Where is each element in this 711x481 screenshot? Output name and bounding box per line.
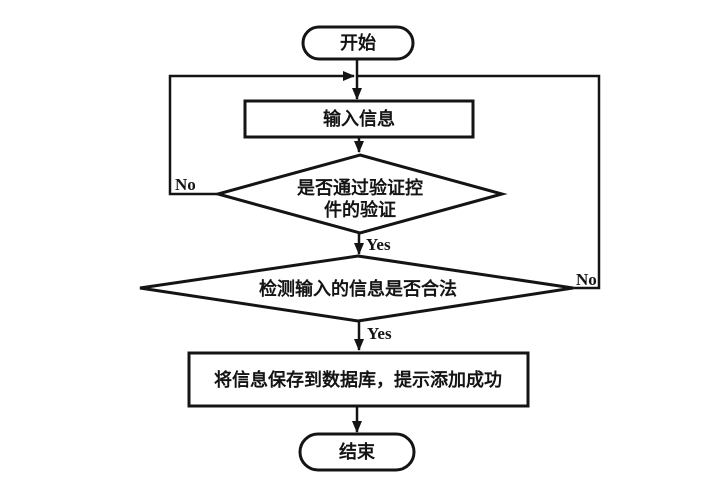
input-info-node [243,99,475,139]
edge-legality-no-loop [358,74,601,290]
input-info-label: 输入信息 [323,108,395,129]
save-to-db-label: 将信息保存到数据库，提示添加成功 [214,369,502,390]
validation-check-label-line2: 件的验证 [324,199,396,220]
end-node-label: 结束 [339,441,376,462]
legality-check-label: 检测输入的信息是否合法 [259,278,457,299]
start-node [301,25,415,61]
validation-check-label-line1: 是否通过验证控 [296,177,423,198]
start-node-label: 开始 [340,32,376,53]
validation-no-label: No [175,175,196,194]
validation-check-node [212,153,508,235]
legality-no-label: No [576,270,597,289]
legality-check-node [139,254,574,323]
end-node [298,432,416,472]
legality-yes-label: Yes [367,324,392,343]
edge-validation-no-loop [168,71,355,196]
save-to-db-node [187,351,530,408]
validation-yes-label: Yes [366,235,391,254]
